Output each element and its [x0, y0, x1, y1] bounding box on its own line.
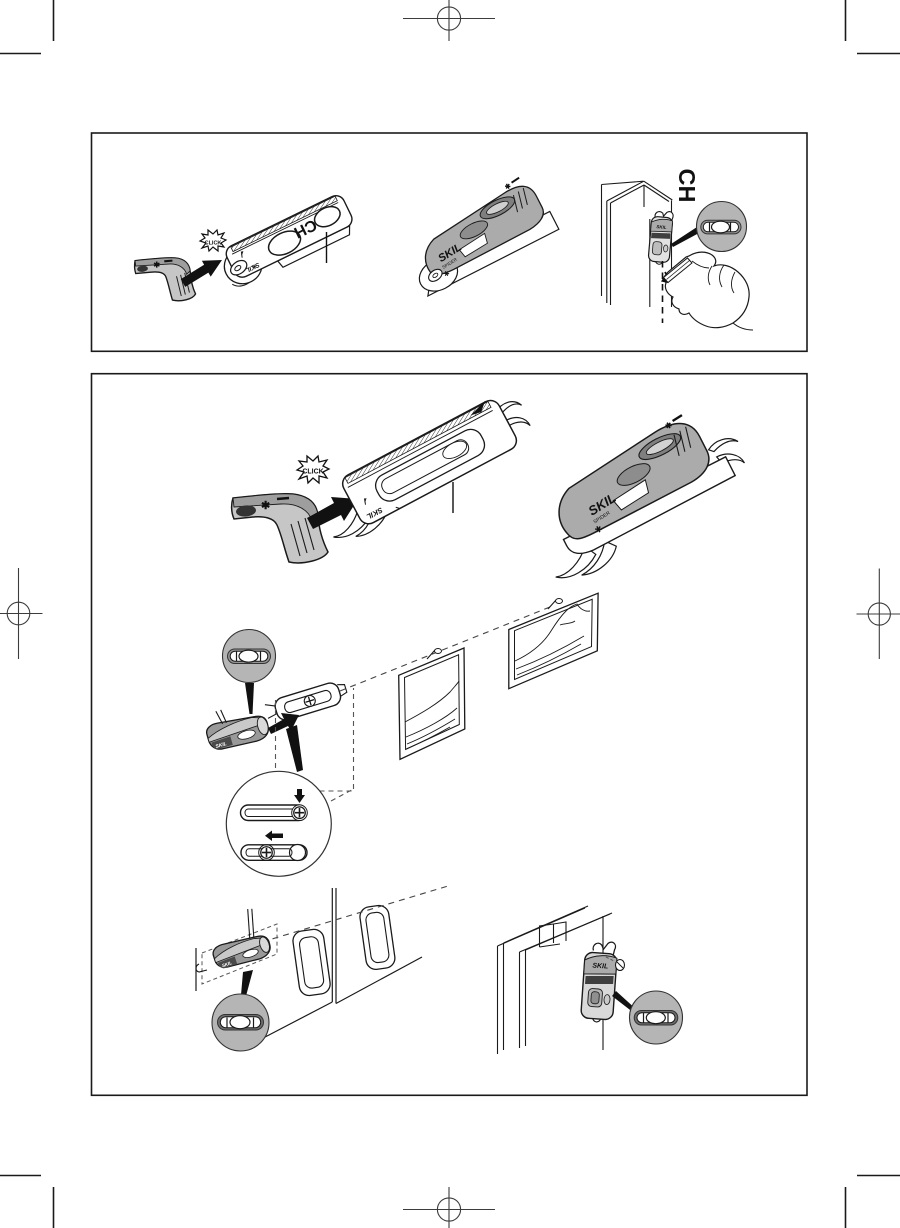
svg-text:✱: ✱	[442, 269, 451, 279]
svg-text:✱: ✱	[593, 523, 604, 535]
svg-text:✱: ✱	[664, 420, 674, 431]
svg-text:SKIL: SKIL	[215, 741, 228, 750]
svg-text:✱: ✱	[153, 260, 160, 269]
svg-text:SKIL: SKIL	[221, 960, 233, 968]
svg-text:SKIL: SKIL	[592, 962, 608, 970]
svg-text:CH: CH	[674, 169, 700, 203]
svg-text:SKIL: SKIL	[656, 224, 667, 230]
svg-text:CLICK: CLICK	[302, 469, 323, 476]
svg-text:✱: ✱	[261, 500, 270, 512]
svg-text:CLICK: CLICK	[205, 241, 222, 247]
svg-text:✱: ✱	[504, 182, 513, 192]
